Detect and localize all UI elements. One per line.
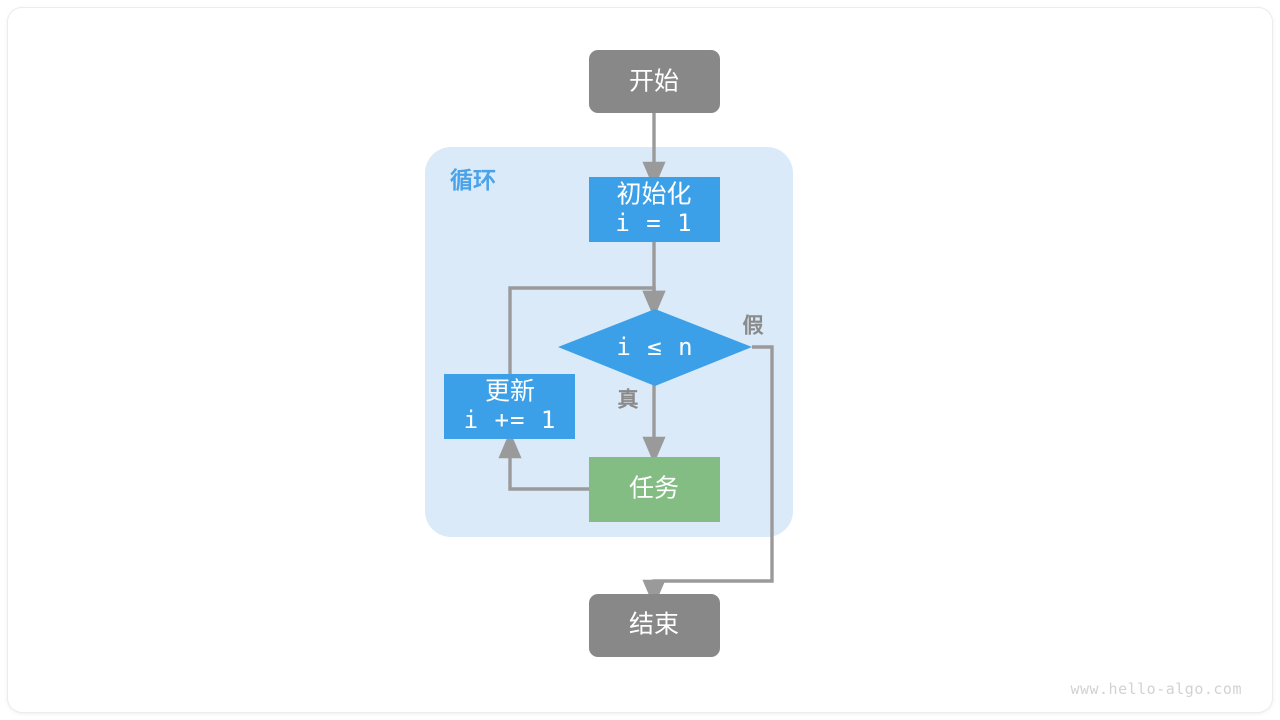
node-update[interactable]: 更新 i += 1 [444,374,575,439]
node-end[interactable]: 结束 [589,594,720,657]
node-condition-label: i ≤ n [616,333,693,361]
node-start[interactable]: 开始 [589,50,720,113]
node-task-label: 任务 [629,475,679,503]
edge-task-to-update [498,431,589,491]
watermark: www.hello-algo.com [1070,680,1242,698]
node-start-shape [589,50,720,113]
node-init-label-line2: i = 1 [615,209,692,237]
node-init-shape [589,177,720,242]
branch-label-false: 假 [743,315,764,338]
node-update-shape [444,374,575,439]
node-task[interactable]: 任务 [589,457,720,522]
node-init[interactable]: 初始化 i = 1 [589,177,720,242]
node-start-label: 开始 [629,68,679,96]
edge-group [498,113,774,607]
loop-group-label: 循环 [450,167,496,193]
node-end-shape [589,594,720,657]
node-condition-shape [558,309,752,386]
edge-update-to-condition [508,286,666,374]
edge-condition-to-end [642,345,774,607]
node-update-label-line1: 更新 [485,378,535,406]
branch-label-true: 真 [618,388,639,412]
node-update-label-line2: i += 1 [464,406,557,434]
node-end-label: 结束 [629,611,679,639]
node-task-shape [589,457,720,522]
node-init-label-line1: 初始化 [616,181,691,209]
node-condition[interactable]: i ≤ n [558,309,752,386]
